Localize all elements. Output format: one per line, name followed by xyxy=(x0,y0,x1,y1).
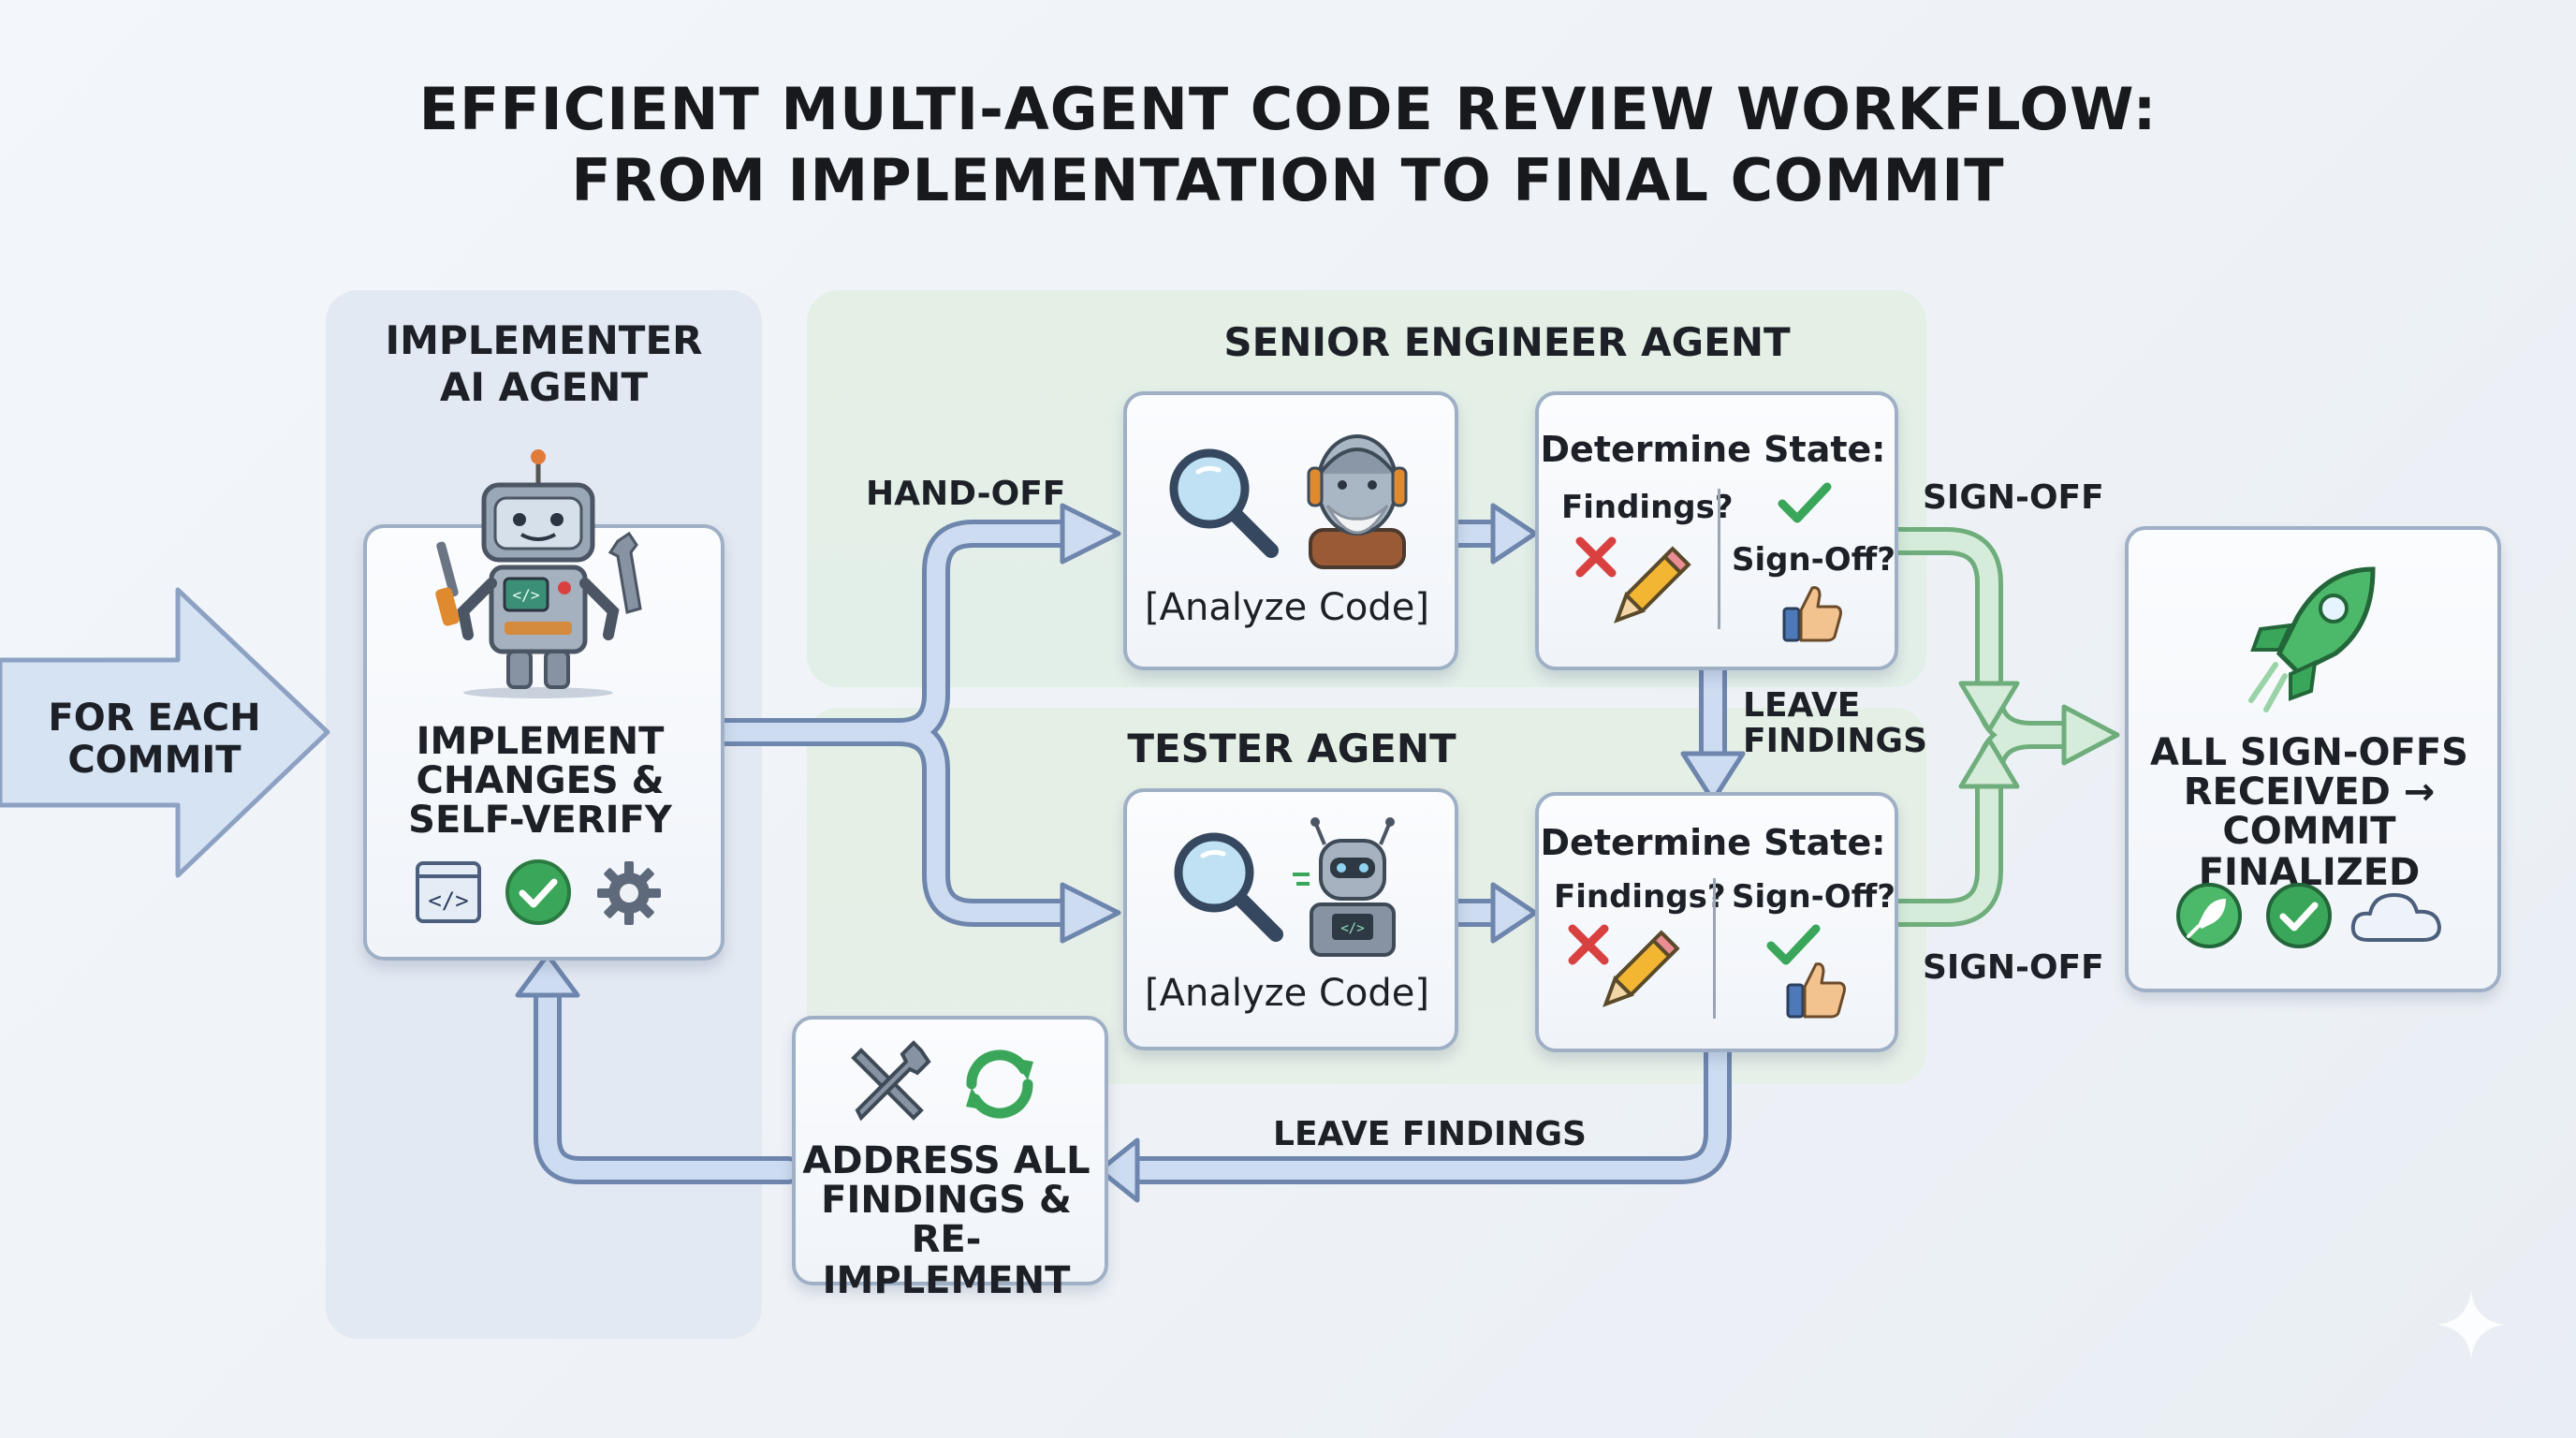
final-card-line-2: RECEIVED → xyxy=(2183,770,2436,814)
page-title-line-2: FROM IMPLEMENTATION TO FINAL COMMIT xyxy=(571,146,2005,214)
svg-text:</>: </> xyxy=(428,888,468,914)
entry-label-line-2: COMMIT xyxy=(67,739,242,782)
checkmark-icon xyxy=(1778,482,1832,523)
implementer-card-line-2: CHANGES & xyxy=(416,759,665,802)
magnifier-icon xyxy=(1169,448,1279,558)
handoff-label: HAND-OFF xyxy=(866,475,1066,513)
pencil-icon xyxy=(1614,546,1691,624)
svg-text:</>: </> xyxy=(513,586,540,604)
address-card-line-3: RE-IMPLEMENT xyxy=(822,1218,1071,1302)
check-icon xyxy=(2266,883,2332,948)
cloud-icon xyxy=(2350,893,2441,942)
tester-state-divider xyxy=(1713,878,1716,1019)
implementer-lane-label-line-1: IMPLEMENTER xyxy=(385,317,703,363)
tester-lane-label: TESTER AGENT xyxy=(1127,726,1456,771)
magnifier-icon xyxy=(1174,832,1283,942)
address-card-line-2: FINDINGS & xyxy=(821,1179,1072,1222)
senior-findings-label: Findings? xyxy=(1561,489,1734,526)
senior-analyze-card xyxy=(1123,391,1458,670)
gear-icon xyxy=(597,861,661,925)
leave-findings-mid-line-1: LEAVE xyxy=(1743,686,1861,725)
tester-state-card xyxy=(1535,792,1898,1052)
thumbs-up-icon xyxy=(1786,962,1846,1019)
leave-findings-bottom-label: LEAVE FINDINGS xyxy=(1273,1115,1587,1153)
final-card-line-3: COMMIT FINALIZED xyxy=(2198,810,2421,894)
implementer-lane-label-line-2: AI AGENT xyxy=(439,364,649,410)
cross-icon xyxy=(1575,536,1617,578)
entry-arrow xyxy=(0,587,330,878)
sparkle-icon xyxy=(2437,1291,2505,1358)
implementer-card-line-1: IMPLEMENT xyxy=(416,720,665,763)
check-icon xyxy=(505,859,571,925)
page-title-line-1: EFFICIENT MULTI-AGENT CODE REVIEW WORKFL… xyxy=(418,75,2158,143)
signoff-top-label: SIGN-OFF xyxy=(1923,478,2104,517)
address-card-line-1: ADDRESS ALL xyxy=(802,1139,1090,1182)
tester-robot-icon: </> xyxy=(1293,817,1396,957)
thumbs-up-icon xyxy=(1782,586,1842,642)
signoff-bottom-label: SIGN-OFF xyxy=(1923,948,2104,987)
rocket-icon xyxy=(2248,566,2376,712)
checkmark-icon xyxy=(1766,924,1821,965)
refresh-icon xyxy=(966,1049,1033,1119)
cross-icon xyxy=(1568,924,1609,965)
robot-icon: </> xyxy=(435,449,642,698)
svg-text:</>: </> xyxy=(1340,921,1364,936)
tester-state-title: Determine State: xyxy=(1540,822,1886,863)
code-icon: </> xyxy=(416,861,481,923)
tester-signoff-label: Sign-Off? xyxy=(1732,878,1895,916)
entry-label-line-1: FOR EACH xyxy=(48,697,261,740)
senior-state-title: Determine State: xyxy=(1540,429,1886,470)
senior-engineer-lane-label: SENIOR ENGINEER AGENT xyxy=(1223,319,1791,365)
tester-findings-label: Findings? xyxy=(1554,878,1726,916)
implementer-card-line-3: SELF-VERIFY xyxy=(408,799,672,842)
senior-engineer-avatar-icon xyxy=(1307,434,1408,569)
pencil-icon xyxy=(1603,930,1680,1007)
rocket-badge-icon xyxy=(2176,883,2242,948)
tester-analyze-card xyxy=(1123,788,1458,1050)
senior-state-divider xyxy=(1718,489,1720,629)
senior-signoff-label: Sign-Off? xyxy=(1732,541,1895,579)
leave-findings-mid-line-2: FINDINGS xyxy=(1743,722,1927,760)
senior-analyze-code-label: [Analyze Code] xyxy=(1145,586,1429,629)
address-findings-card xyxy=(792,1016,1108,1285)
final-card-line-1: ALL SIGN-OFFS xyxy=(2150,731,2468,774)
tester-analyze-code-label: [Analyze Code] xyxy=(1145,972,1429,1015)
tools-icon xyxy=(851,1040,931,1122)
